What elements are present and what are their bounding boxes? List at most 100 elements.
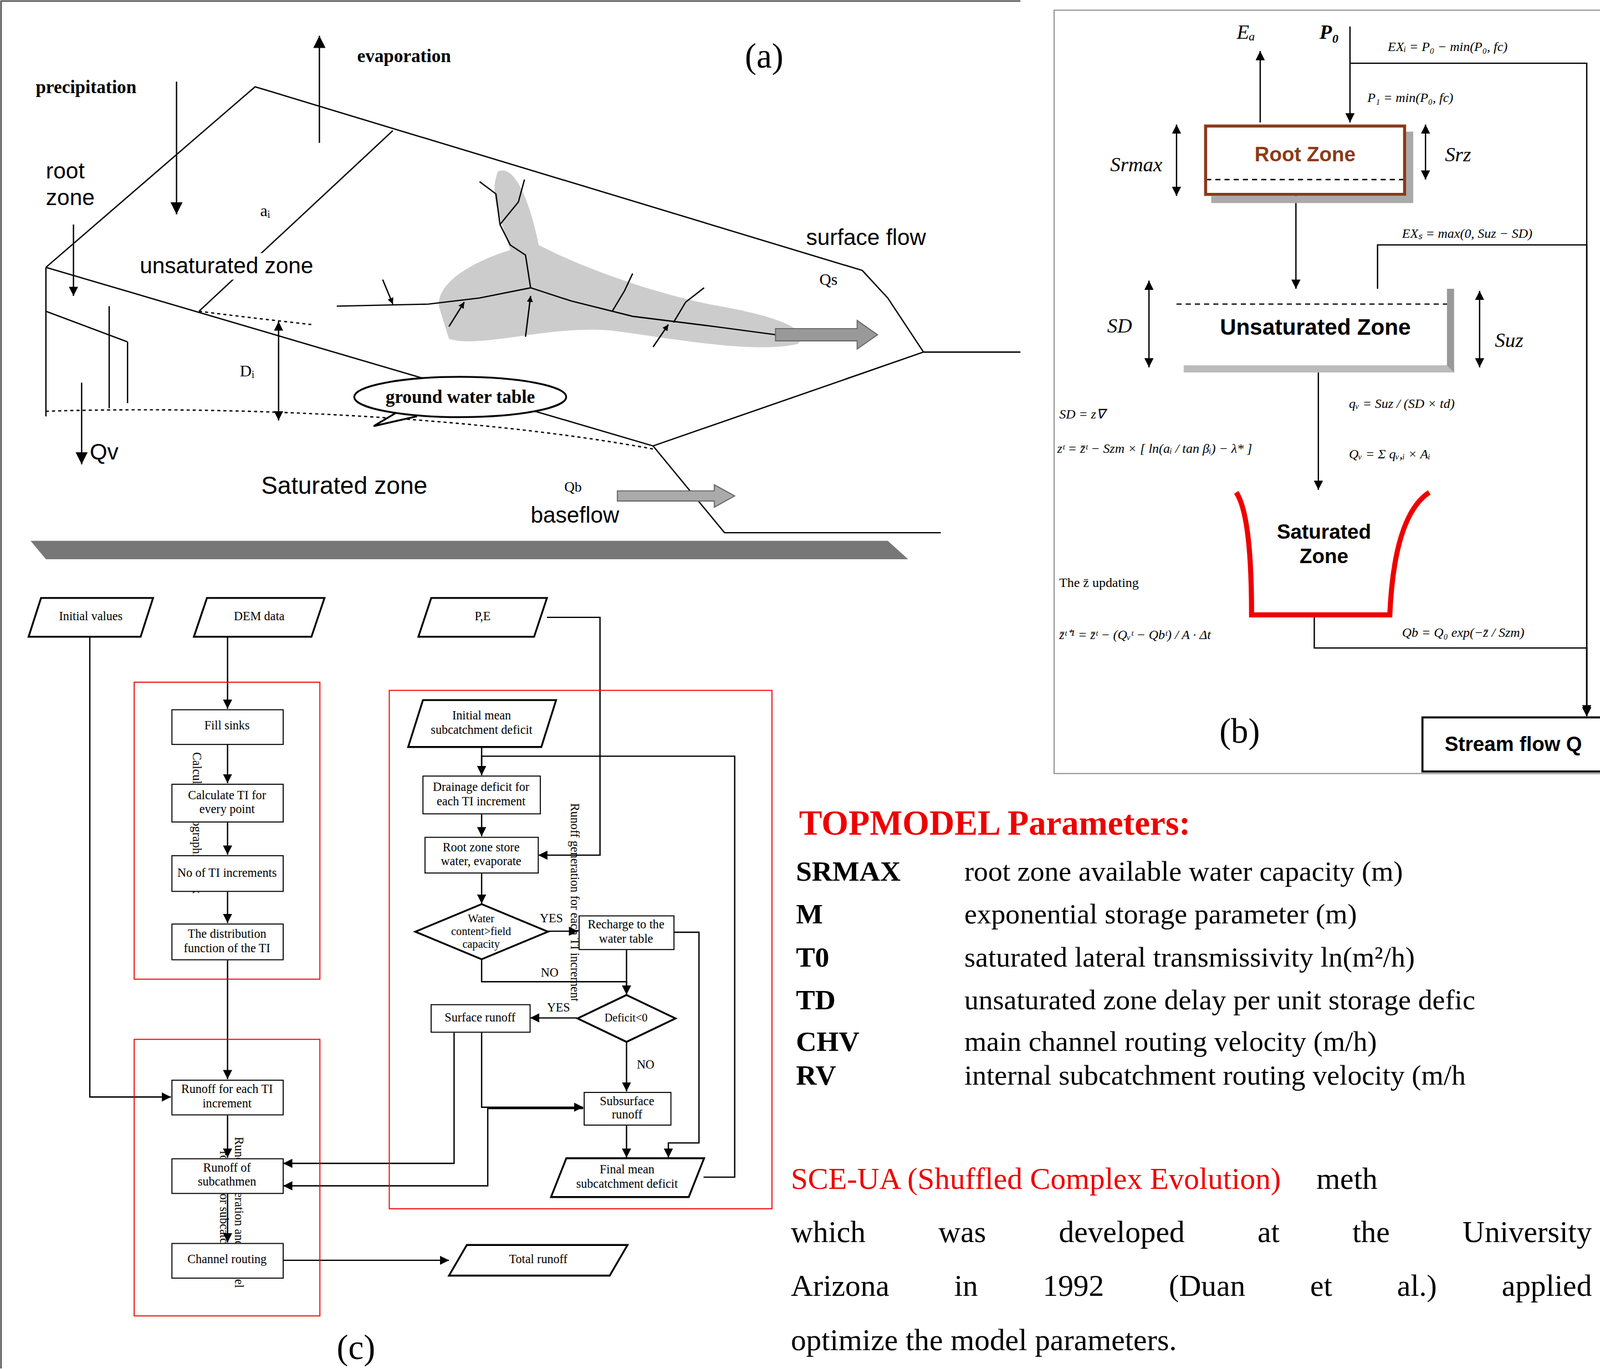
symbol: Qv — [89, 438, 119, 466]
flow-connector — [625, 949, 627, 995]
zone-box: Unsaturated Zone — [1183, 288, 1455, 373]
zone-label: Saturated zone — [261, 471, 428, 501]
node-label: Runoff of subcathmen — [176, 1161, 279, 1190]
process-box: The distribution function of the TI — [170, 922, 284, 960]
edge-label: EXₛ = max(0, Suz − SD) — [1399, 223, 1535, 242]
symbol: aᵢ — [260, 202, 271, 221]
parameter-name: SRMAX — [795, 855, 901, 888]
node-label: Total runoff — [490, 1250, 586, 1270]
zone-label: root zone — [45, 157, 128, 212]
flow-connector — [283, 1108, 584, 1186]
process-box: Root zone store water, evaporate — [423, 836, 539, 873]
parameter-description: unsaturated zone delay per unit storage … — [964, 983, 1476, 1017]
flow-connector — [481, 813, 483, 837]
parameter-description: main channel routing velocity (m/h) — [964, 1025, 1377, 1058]
edge-label: YES — [537, 911, 565, 927]
node-label: Deficit<0 — [573, 1011, 678, 1025]
symbol: Srz — [1444, 142, 1471, 167]
process-box: Recharge to the water table — [578, 914, 674, 950]
method-note: optimize the model parameters. — [790, 1322, 1177, 1358]
node-label: Root zone store water, evaporate — [428, 840, 534, 869]
zone-label: unsaturated zone — [137, 253, 316, 280]
flow-label: surface flow — [806, 224, 927, 252]
node-label: The distribution function of the TI — [176, 927, 279, 956]
node-label: Water content>field capacity — [414, 911, 548, 951]
flow-connector — [481, 872, 483, 904]
node-label: Fill sinks — [204, 719, 250, 734]
method-note: SCE-UA (Shuffled Complex Evolution) — [790, 1161, 1281, 1196]
flow-connector — [481, 958, 627, 995]
formula: zᵗ = z̄ᵗ − Szm × [ ln(aᵢ / tan βᵢ) − λ* … — [1056, 440, 1252, 457]
io-parallelogram: Final mean subcatchment deficit — [550, 1157, 704, 1197]
heading: TOPMODEL Parameters: — [799, 804, 1191, 843]
symbol: Eₐ — [1236, 20, 1256, 44]
flow-connector — [226, 959, 228, 1080]
figure-label: (c) — [336, 1328, 376, 1368]
formula: EXᵢ = P₀ − min(P₀, fc) — [1387, 38, 1508, 55]
flow-connector — [226, 891, 228, 923]
flow-connector — [283, 1031, 454, 1164]
callout-ellipse: ground water table — [351, 375, 569, 419]
io-parallelogram: Initial mean subcatchment deficit — [407, 699, 556, 747]
io-parallelogram: DEM data — [193, 597, 325, 637]
flow-connector — [530, 1016, 578, 1019]
process-box: Stream flow Q — [1421, 716, 1600, 773]
process-box: Subsurface runoff — [583, 1091, 671, 1126]
node-label: Unsaturated Zone — [1219, 313, 1411, 341]
flow-connector — [1317, 372, 1320, 490]
symbol: P₀ — [1319, 20, 1339, 44]
edge-label: YES — [544, 999, 572, 1016]
note: The z̄ updating — [1059, 574, 1139, 591]
process-box: Calculate TI for every point — [170, 783, 284, 822]
annotation: evaporation — [356, 45, 451, 68]
zone-basin: Saturated Zone — [1214, 489, 1434, 618]
node-label: Subsurface runoff — [588, 1094, 666, 1123]
flow-connector — [481, 755, 735, 1177]
node-label: No of TI increments — [177, 865, 277, 880]
node-label: Calculate TI for every point — [176, 788, 279, 817]
group-frame: Runoff generation for each TI increment I… — [388, 689, 773, 1210]
parameter-description: saturated lateral transmissivity ln(m²/h… — [964, 941, 1415, 974]
decision-diamond: Water content>field capacity — [414, 903, 548, 959]
node-label: Initial values — [40, 608, 141, 627]
group-label: Runoff generation for each TI increment — [566, 703, 583, 1102]
node-label: Surface runoff — [444, 1010, 516, 1025]
parameter-name: RV — [795, 1059, 837, 1092]
formula: z̄ᵗ⁺¹ = z̄ᵗ − (Qᵥᵗ − Qbᵗ) / A · Δt — [1059, 624, 1211, 643]
node-label: Drainage deficit for each TI increment — [427, 780, 536, 809]
flow-connector — [283, 1259, 449, 1261]
edge-label: NO — [538, 965, 561, 981]
node-label: Recharge to the water table — [583, 918, 669, 947]
process-box: Drainage deficit for each TI increment — [421, 774, 541, 814]
parameter-name: T0 — [795, 941, 830, 974]
io-parallelogram: P,E — [418, 597, 548, 637]
method-note: Arizona in 1992 (Duan et al.) applied — [790, 1268, 1592, 1304]
flow-connector — [1295, 196, 1297, 290]
symbol: Qb — [564, 479, 582, 496]
formula: Qᵥ = Σ qᵥ,ᵢ × Aᵢ — [1348, 446, 1431, 463]
io-parallelogram: Total runoff — [448, 1244, 628, 1276]
process-box: Runoff for each TI increment — [170, 1079, 284, 1115]
flow-connector — [226, 636, 228, 709]
method-note: meth — [1316, 1161, 1378, 1196]
group-frame: Calculate Topographic IndexFill sinksCal… — [133, 681, 321, 980]
symbol: Srmax — [1110, 152, 1163, 177]
flow-label: baseflow — [530, 502, 620, 529]
node-label: Stream flow Q — [1444, 732, 1583, 756]
annotation: precipitation — [35, 76, 137, 99]
process-box: Surface runoff — [430, 1003, 530, 1033]
node-label: Runoff for each TI increment — [176, 1082, 279, 1112]
parameter-description: internal subcatchment routing velocity (… — [964, 1059, 1466, 1092]
symbol: SD — [1107, 314, 1133, 338]
process-box: Root Zone — [1204, 124, 1407, 197]
parameter-description: root zone available water capacity (m) — [964, 855, 1404, 888]
edge-label: NO — [634, 1056, 657, 1073]
formula: qᵥ = Suz / (SD × td) — [1348, 395, 1455, 412]
formula: SD = z∇ — [1059, 406, 1106, 423]
flow-connector — [481, 1031, 584, 1107]
flow-connector — [226, 821, 228, 855]
node-label: Channel routing — [187, 1253, 267, 1267]
method-note: which was developed at the University — [790, 1214, 1592, 1250]
decision-diamond: Deficit<0 — [576, 994, 676, 1042]
parameter-name: TD — [795, 983, 836, 1017]
